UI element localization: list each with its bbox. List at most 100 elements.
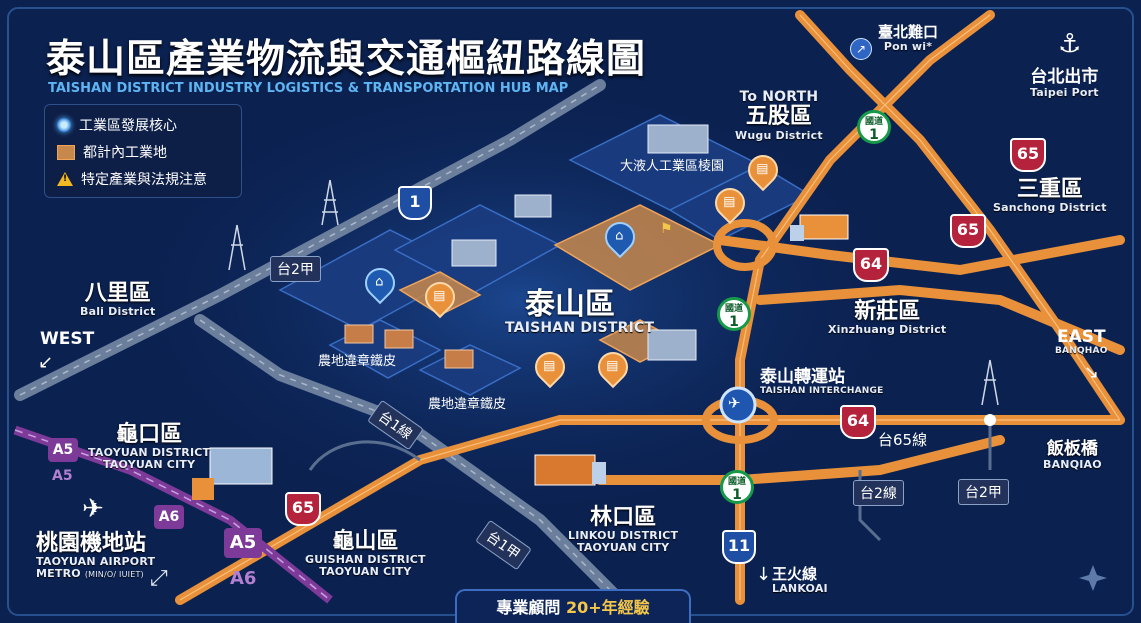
glow-dot-icon — [57, 118, 71, 132]
route-shield-11: 11 — [722, 530, 756, 564]
direction-sub: BANQHAO — [1055, 345, 1108, 356]
east-label: EAST BANQHAO — [1055, 328, 1108, 357]
anchor-icon: ⚓ — [1058, 29, 1082, 59]
district-en: Xinzhuang District — [828, 323, 947, 337]
farmland-label: 農地違章鐵皮 — [428, 397, 507, 412]
district-name: 三重區 — [1016, 177, 1083, 202]
orange-square-icon — [57, 144, 75, 160]
direction-text: EAST — [1056, 327, 1106, 347]
district-xinzhuang: 新莊區 Xinzhuang District — [828, 299, 947, 337]
district-bali: 八里區 Bali District — [80, 281, 156, 319]
port-name: 臺北難口 — [878, 23, 939, 41]
airport-en: TAOYUAN AIRPORT — [36, 555, 156, 569]
legend-item: 工業區發展核心 — [57, 115, 177, 135]
map-subtitle: TAISHAN DISTRICT INDUSTRY LOGISTICS & TR… — [48, 81, 569, 96]
airport-en: METRO (MIN/O/ IUIET) — [36, 567, 144, 581]
port-pin-icon: ↗ — [850, 38, 872, 60]
district-sanchong: 三重區 Sanchong District — [993, 177, 1107, 215]
district-name: 飯板橋 — [1046, 439, 1098, 459]
metro-station-a5: A5 — [224, 528, 262, 558]
metro-station-label: A6 — [230, 568, 257, 589]
district-en: GUISHAN DISTRICT — [305, 553, 426, 567]
road-tag: 台2線 — [853, 480, 904, 506]
warning-triangle-icon: ! — [57, 172, 73, 186]
legend-label: 都計內工業地 — [83, 145, 167, 161]
metro-station-label: A5 — [52, 468, 73, 484]
flag-icon: ⚑ — [660, 221, 673, 237]
district-linkou: 林口區 LINKOU DISTRICT TAOYUAN CITY — [568, 505, 679, 555]
road-en: LANKOAI — [772, 581, 828, 595]
farmland-label: 農地違章鐵皮 — [318, 354, 397, 369]
wanghuo-label: 王火線 LANKOAI — [772, 566, 828, 595]
port-en: Taipei Port — [1030, 85, 1099, 99]
arrow-southwest-icon: ↙ — [38, 352, 54, 373]
legend-item: 都計內工業地 — [57, 142, 167, 162]
route-shield-65: 65 — [285, 492, 321, 526]
district-en: TAISHAN DISTRICT — [505, 320, 655, 336]
district-en: Wugu District — [735, 128, 823, 142]
district-guishan: 龜山區 GUISHAN DISTRICT TAOYUAN CITY — [305, 529, 426, 579]
port-en: Pon wi* — [883, 39, 933, 53]
legend-label: 工業區發展核心 — [79, 118, 177, 134]
district-taishan: 泰山區 TAISHAN DISTRICT — [505, 287, 655, 336]
district-name: 林口區 — [590, 505, 657, 530]
airport-name: 桃園機地站 — [36, 531, 147, 556]
west-label: WEST — [40, 330, 94, 349]
district-name: 泰山區 — [525, 287, 615, 322]
district-en: BANQIAO — [1043, 457, 1102, 471]
double-arrow-icon: ⤢ — [150, 566, 168, 591]
route-shield-65: 65 — [950, 214, 986, 248]
district-name: 八里區 — [84, 281, 151, 306]
to-north-label: To NORTH — [739, 89, 819, 105]
route-shield-65: 65 — [1010, 138, 1046, 172]
taipei-port-label: 台北出市 Taipei Port — [1030, 68, 1099, 99]
plane-hub-icon: ✈ — [728, 394, 741, 412]
interchange-label: 泰山轉運站 TAISHAN INTERCHANGE — [760, 368, 883, 397]
district-name: 龜口區 — [116, 422, 183, 447]
airport-label: 桃園機地站 TAOYUAN AIRPORT METRO (MIN/O/ IUIE… — [36, 531, 156, 581]
interchange-name: 泰山轉運站 — [760, 367, 845, 387]
district-name: 五股區 — [745, 104, 812, 130]
road-tag: 台2甲 — [958, 479, 1009, 505]
experience-banner: 專業顧問 20+年經驗 — [455, 589, 691, 623]
district-en: Sanchong District — [993, 201, 1107, 215]
district-name: 龜山區 — [332, 529, 399, 554]
district-banqiao: 飯板橋 BANQIAO — [1043, 440, 1102, 471]
arrow-southeast-icon: ↘ — [1084, 362, 1100, 383]
industrial-park-label: 大液人工業區棱園 — [620, 159, 725, 174]
interchange-en: TAISHAN INTERCHANGE — [760, 385, 884, 396]
district-wugu: To NORTH 五股區 Wugu District — [735, 89, 823, 142]
metro-station-a5: A5 — [48, 438, 78, 462]
banner-highlight: 20+年經驗 — [565, 598, 650, 617]
road-label: 台65線 — [878, 431, 928, 449]
district-en: TAOYUAN DISTRICT — [88, 446, 211, 460]
district-en: TAOYUAN CITY — [102, 458, 196, 472]
port-name: 台北出市 — [1030, 67, 1099, 87]
district-en: TAOYUAN CITY — [576, 541, 670, 555]
district-taoyuan: 龜口區 TAOYUAN DISTRICT TAOYUAN CITY — [88, 422, 211, 472]
legend-item: ! 特定產業與法規注意 — [57, 169, 207, 189]
airplane-icon: ✈ — [82, 494, 104, 524]
metro-station-a6: A6 — [154, 505, 184, 529]
road-name: 王火線 — [772, 565, 818, 583]
route-shield-64: 64 — [840, 405, 876, 439]
map-title: 泰山區產業物流與交通樞紐路線圖 — [46, 37, 647, 82]
arrow-down-icon: ↓ — [756, 564, 772, 585]
port-top-label: 臺北難口 Pon wi* — [878, 24, 938, 53]
route-shield-64: 64 — [853, 248, 889, 282]
district-en: Bali District — [80, 305, 156, 319]
legend: 工業區發展核心 都計內工業地 ! 特定產業與法規注意 — [44, 104, 242, 198]
district-en: TAOYUAN CITY — [319, 565, 412, 579]
banner-text: 專業顧問 — [496, 598, 561, 617]
road-tag: 台2甲 — [270, 256, 321, 282]
route-shield-1: 1 — [398, 186, 432, 220]
legend-label: 特定產業與法規注意 — [81, 172, 207, 188]
direction-text: WEST — [40, 329, 95, 349]
district-en: LINKOU DISTRICT — [568, 529, 679, 543]
district-name: 新莊區 — [854, 299, 921, 324]
